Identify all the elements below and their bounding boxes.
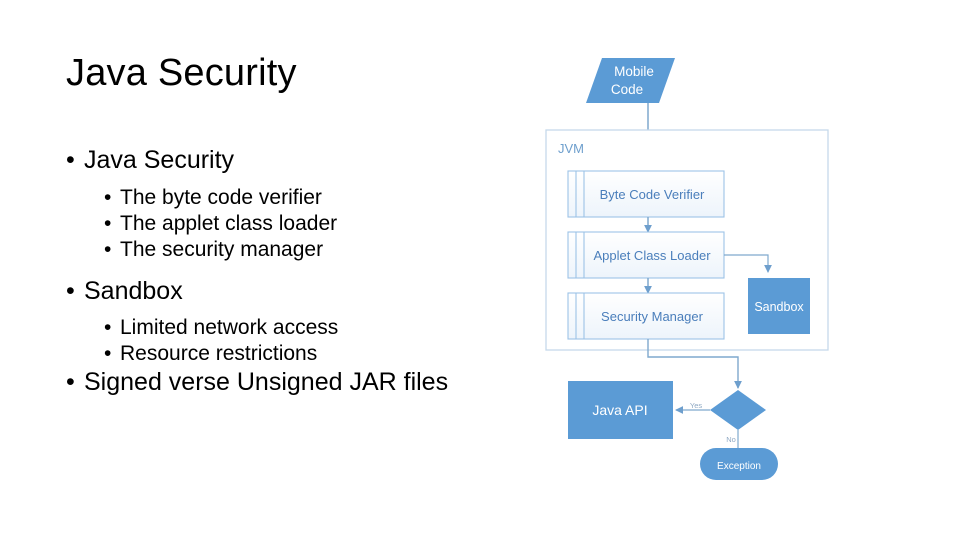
mobile-code-label-line1: Mobile: [614, 64, 654, 79]
bullet-marker: •: [104, 185, 112, 209]
mobile-code-label-line2: Code: [611, 82, 643, 97]
java-api-label: Java API: [592, 402, 647, 418]
bullet-marker: •: [66, 146, 75, 174]
list-item-label: Signed verse Unsigned JAR files: [84, 368, 449, 397]
bullet-marker: •: [104, 316, 112, 340]
exception-shape: [700, 448, 778, 480]
applet-class-loader-node: Applet Class Loader: [567, 231, 725, 279]
list-item-label: Limited network access: [120, 316, 339, 340]
security-manager-node: Security Manager: [567, 292, 725, 340]
java-api-shape: [568, 381, 673, 439]
spacer: [62, 308, 502, 315]
bullet-marker: •: [104, 237, 112, 261]
bullet-marker: •: [104, 211, 112, 235]
page-title: Java Security: [66, 52, 297, 94]
list-item: • The applet class loader: [62, 211, 502, 237]
edge-label-yes: Yes: [690, 401, 702, 410]
exception-label: Exception: [717, 461, 761, 472]
mobile-code-shape: [586, 58, 675, 103]
connector-securitymanager-to-decision: [647, 339, 742, 389]
bullet-marker: •: [66, 368, 75, 397]
list-item-label: Sandbox: [84, 276, 183, 305]
applet-class-loader-label: Applet Class Loader: [593, 248, 711, 263]
connector-classloader-to-sandbox: [724, 254, 772, 273]
list-item-label: The byte code verifier: [120, 185, 322, 209]
list-item: • Resource restrictions: [62, 341, 502, 367]
list-item: • Java Security: [62, 145, 502, 176]
bullet-list: • Java Security • The byte code verifier…: [62, 145, 502, 400]
jvm-container-label: JVM: [558, 141, 584, 156]
spacer: [62, 263, 502, 276]
byte-code-verifier-node: Byte Code Verifier: [567, 170, 725, 218]
decision-diamond: [710, 390, 766, 430]
spacer: [62, 178, 502, 185]
list-item: • Sandbox: [62, 276, 502, 307]
list-item-label: The security manager: [120, 237, 324, 261]
sandbox-shape: [748, 278, 810, 334]
byte-code-verifier-label: Byte Code Verifier: [600, 187, 705, 202]
list-item-label: Java Security: [84, 146, 235, 174]
bullet-marker: •: [104, 342, 112, 366]
edge-label-no: No: [726, 435, 736, 444]
list-item-label: The applet class loader: [120, 211, 338, 235]
list-item: • Signed verse Unsigned JAR files: [62, 367, 502, 398]
list-item: • The byte code verifier: [62, 185, 502, 211]
list-item: • Limited network access: [62, 315, 502, 341]
java-security-flow-diagram: Mobile Code JVM Byte Code Verifier Apple…: [520, 28, 960, 528]
list-item: • The security manager: [62, 237, 502, 263]
list-item-label: Resource restrictions: [120, 342, 318, 366]
sandbox-label: Sandbox: [754, 300, 804, 314]
security-manager-label: Security Manager: [601, 309, 704, 324]
bullet-marker: •: [66, 276, 75, 305]
